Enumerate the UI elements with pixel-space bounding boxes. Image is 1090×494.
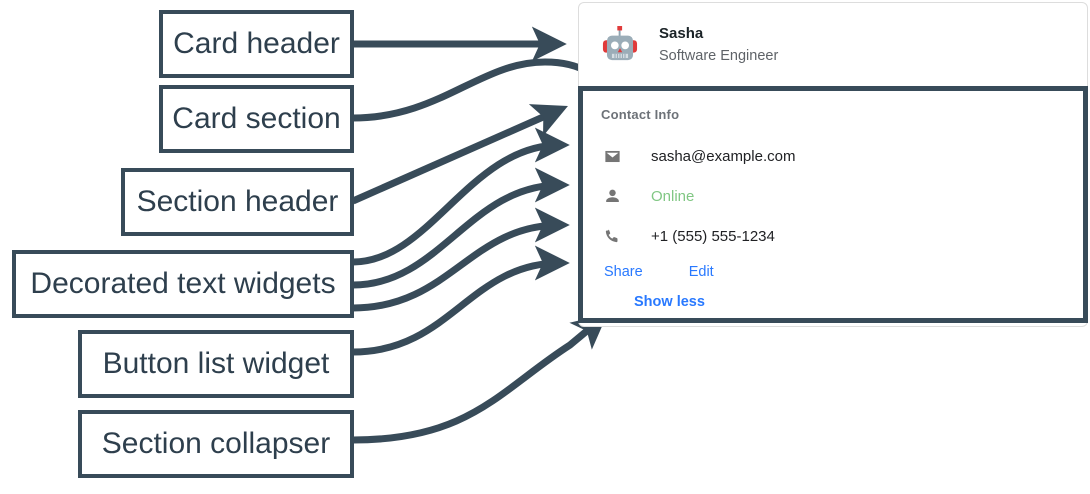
card-title: Sasha bbox=[659, 24, 704, 42]
callout-label: Button list widget bbox=[102, 347, 330, 380]
phone-icon bbox=[601, 227, 623, 246]
section-collapser-button[interactable]: Show less bbox=[634, 294, 705, 310]
card-header-text: Sasha Software Engineer bbox=[659, 23, 778, 67]
card-section: Contact Info sasha@example.com Online bbox=[578, 86, 1088, 323]
row-label-status: Online bbox=[651, 187, 695, 205]
callout-card-section: Card section bbox=[159, 85, 354, 153]
decorated-text-widget: sasha@example.com bbox=[601, 136, 1083, 176]
arrow-card-section bbox=[352, 58, 613, 122]
row-label: sasha@example.com bbox=[651, 147, 796, 165]
arrow-button-list bbox=[352, 245, 570, 356]
row-label: +1 (555) 555-1234 bbox=[651, 227, 775, 245]
callout-button-list-widget: Button list widget bbox=[78, 330, 354, 398]
callout-label: Section header bbox=[136, 185, 339, 218]
callout-label: Card section bbox=[172, 102, 341, 135]
callout-card-header: Card header bbox=[159, 10, 354, 78]
decorated-text-widget: Online bbox=[601, 176, 1083, 216]
arrow-decorated-text-1 bbox=[352, 127, 570, 266]
callout-decorated-text-widgets: Decorated text widgets bbox=[12, 250, 354, 318]
callout-label: Decorated text widgets bbox=[30, 267, 336, 300]
card-section-inner: Contact Info sasha@example.com Online bbox=[583, 91, 1083, 311]
card-header: Sasha Software Engineer bbox=[579, 3, 1087, 87]
arrow-section-collapser bbox=[352, 313, 608, 444]
callout-section-header: Section header bbox=[121, 168, 354, 236]
callout-label: Card header bbox=[173, 27, 340, 60]
edit-button[interactable]: Edit bbox=[688, 264, 714, 280]
robot-avatar-icon bbox=[602, 26, 638, 61]
callout-label: Section collapser bbox=[101, 427, 331, 460]
callout-section-collapser: Section collapser bbox=[78, 410, 354, 478]
card-subtitle: Software Engineer bbox=[659, 47, 779, 64]
button-list-widget: Share Edit bbox=[604, 264, 1083, 280]
person-icon bbox=[601, 187, 623, 206]
email-icon bbox=[601, 147, 623, 166]
arrow-section-header bbox=[351, 104, 568, 205]
arrow-decorated-text-2 bbox=[352, 167, 570, 289]
section-header: Contact Info bbox=[601, 107, 680, 122]
decorated-text-widget: +1 (555) 555-1234 bbox=[601, 216, 1083, 256]
arrow-decorated-text-3 bbox=[352, 207, 570, 312]
share-button[interactable]: Share bbox=[604, 264, 643, 280]
